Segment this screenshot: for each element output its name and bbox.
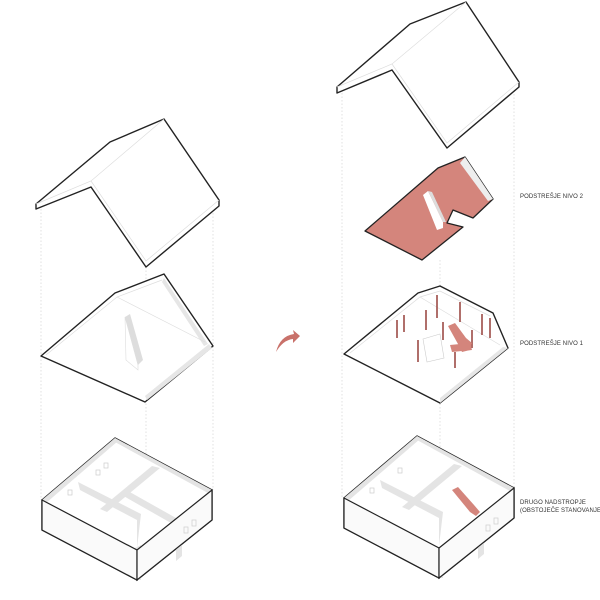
existing-second-floor: [41, 437, 213, 582]
attic-level-1: [343, 285, 509, 404]
label-second-floor-line2: (OBSTOJEČE STANOVANJE): [520, 508, 600, 514]
existing-attic-floor: [40, 273, 214, 403]
attic-level-2: [364, 156, 494, 261]
existing-roof: [35, 118, 220, 268]
staircase: [452, 487, 480, 516]
arrow-icon: [276, 330, 300, 352]
label-second-floor-line1: DRUGO NADSTROPJE: [520, 500, 586, 506]
second-floor-existing-apartment: [343, 435, 515, 580]
new-roof: [336, 1, 520, 149]
label-attic-level-1: PODSTREŠJE NIVO 1: [520, 341, 584, 347]
label-second-floor: DRUGO NADSTROPJE (OBSTOJEČE STANOVANJE): [520, 499, 600, 515]
label-attic-level-2: PODSTREŠJE NIVO 2: [520, 194, 584, 200]
